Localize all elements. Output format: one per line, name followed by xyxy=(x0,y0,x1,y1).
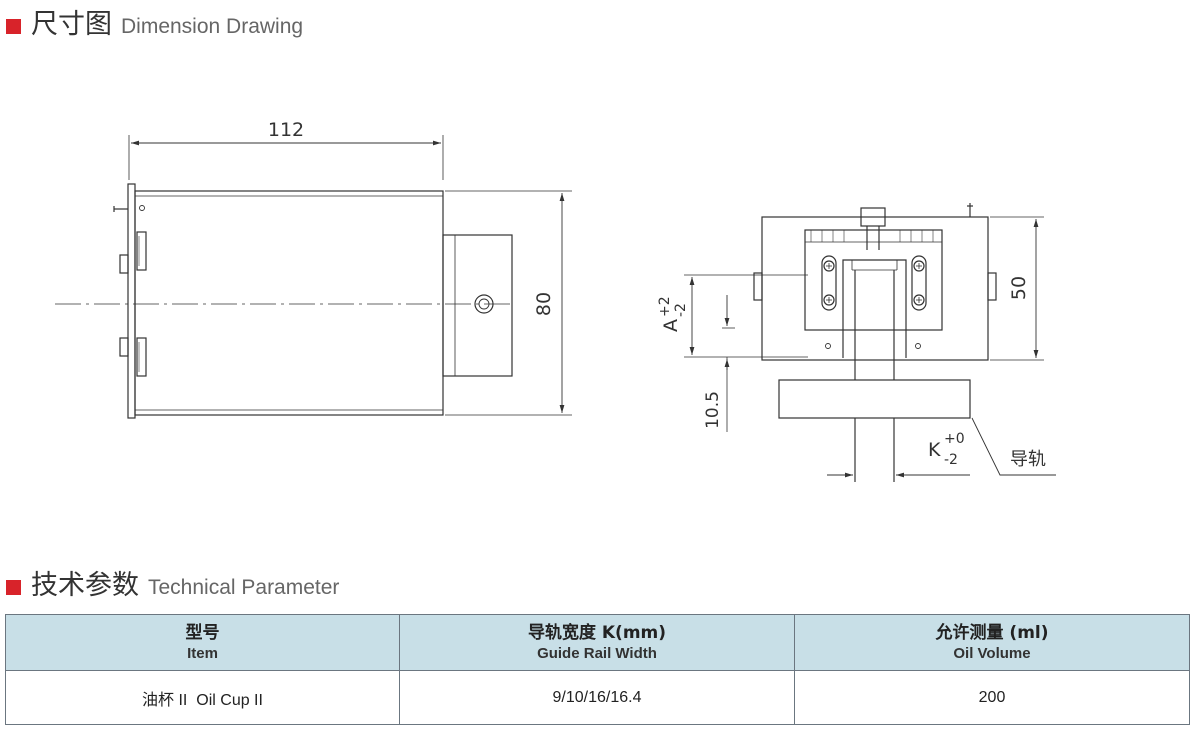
dim-height-label: 80 xyxy=(533,292,555,316)
header-item-en: Item xyxy=(187,644,218,662)
parameter-table: 型号 Item 导轨宽度 K(mm) Guide Rail Width 允许测量… xyxy=(5,614,1190,725)
cell-item: 油杯 II Oil Cup II xyxy=(5,670,400,725)
rail-label: 导轨 xyxy=(1010,449,1046,470)
dim-k-plus: +0 xyxy=(944,431,965,447)
dimension-drawing: 112 80 xyxy=(55,119,1056,482)
side-view xyxy=(55,135,572,419)
header-item: 型号 Item xyxy=(5,614,400,671)
section-title-en: Dimension Drawing xyxy=(121,15,304,38)
red-square-marker xyxy=(6,19,21,34)
red-square-marker xyxy=(6,580,21,595)
header-rail-width-en: Guide Rail Width xyxy=(537,644,657,662)
dim-k-base: K xyxy=(928,439,941,461)
table-header-row: 型号 Item 导轨宽度 K(mm) Guide Rail Width 允许测量… xyxy=(5,614,1190,671)
dim-width-label: 112 xyxy=(268,119,304,141)
dim-side-label: 50 xyxy=(1008,276,1030,300)
header-rail-width: 导轨宽度 K(mm) Guide Rail Width xyxy=(399,614,795,671)
table-row: 油杯 II Oil Cup II 9/10/16/16.4 200 xyxy=(5,670,1190,725)
dim-a-group: A +2 -2 xyxy=(657,296,689,332)
section-heading-technical-parameter: 技术参数 Technical Parameter xyxy=(6,563,339,602)
section-title-cn: 技术参数 xyxy=(31,570,139,601)
header-oil-volume: 允许测量 (ml) Oil Volume xyxy=(794,614,1190,671)
cell-rail-width: 9/10/16/16.4 xyxy=(399,670,795,725)
dim-a-plus: +2 xyxy=(657,296,673,317)
dim-k-minus: -2 xyxy=(944,452,958,468)
cell-oil-volume: 200 xyxy=(794,670,1190,725)
header-oil-volume-cn: 允许测量 (ml) xyxy=(935,622,1049,643)
section-title-cn: 尺寸图 xyxy=(31,9,112,40)
front-view xyxy=(684,203,1056,482)
dim-offset-label: 10.5 xyxy=(703,391,723,429)
dim-a-base: A xyxy=(660,319,682,332)
dim-a-minus: -2 xyxy=(673,303,689,317)
header-rail-width-cn: 导轨宽度 K(mm) xyxy=(527,622,667,643)
section-title-en: Technical Parameter xyxy=(148,576,340,599)
header-item-cn: 型号 xyxy=(185,622,220,643)
section-heading-dimension-drawing: 尺寸图 Dimension Drawing xyxy=(6,2,303,41)
dim-k-group: K +0 -2 xyxy=(928,431,965,468)
header-oil-volume-en: Oil Volume xyxy=(953,644,1031,662)
